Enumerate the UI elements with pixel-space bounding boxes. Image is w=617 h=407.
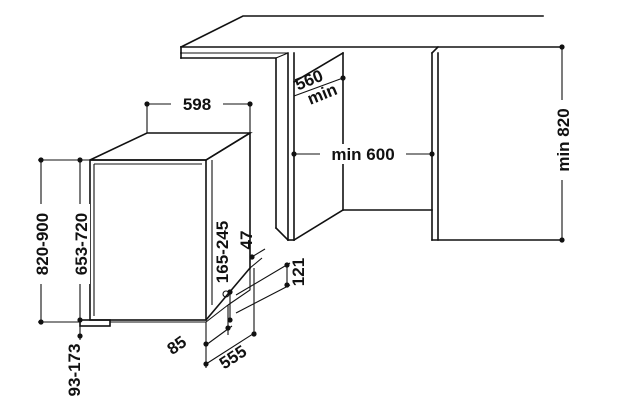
dim-total-height: 820-900 <box>31 157 90 325</box>
label-body-height: 653-720 <box>72 213 91 275</box>
niche-cabinet <box>179 15 563 242</box>
label-foot-height: 93-173 <box>65 344 84 397</box>
dim-niche-depth: 560 min <box>292 66 346 109</box>
dim-niche-width: min 600 <box>291 144 435 164</box>
label-niche-width: min 600 <box>331 145 394 164</box>
label-appliance-depth: 555 <box>216 342 250 373</box>
label-plinth-depth: 85 <box>164 332 190 358</box>
dishwasher-body <box>79 131 263 327</box>
label-door-offset: 47 <box>237 231 256 250</box>
dim-plinth-depth: 85 <box>164 305 233 359</box>
dim-foot-height: 93-173 <box>65 326 84 396</box>
label-plinth-height: 121 <box>289 258 308 286</box>
label-niche-height: min 820 <box>554 108 573 171</box>
label-door-gap: 165-245 <box>213 221 232 283</box>
label-appliance-width: 598 <box>183 95 211 114</box>
dim-appliance-width: 598 <box>144 94 253 133</box>
label-total-height: 820-900 <box>33 213 52 275</box>
dim-plinth-height: 121 <box>235 258 308 314</box>
dim-door-gap: 165-245 <box>213 221 233 323</box>
dim-body-height: 653-720 <box>70 157 91 323</box>
dim-niche-height: min 820 <box>552 44 573 243</box>
dim-door-offset: 47 <box>237 231 266 260</box>
